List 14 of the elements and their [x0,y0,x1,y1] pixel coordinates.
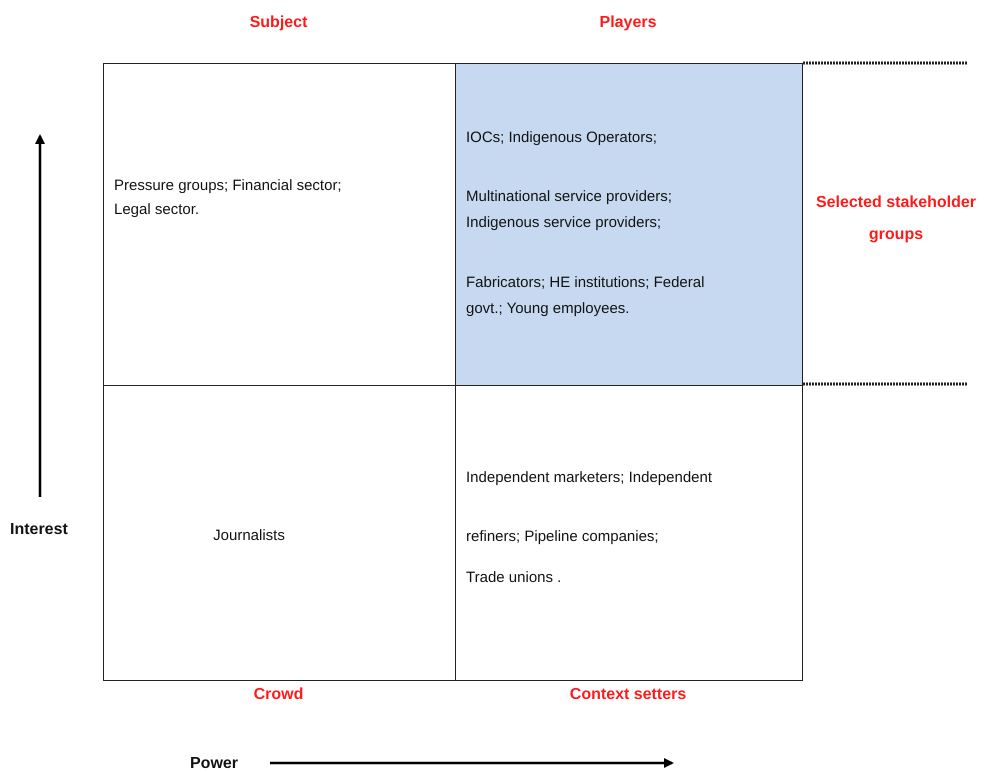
quadrant-heading: Players [600,14,656,32]
stakeholder-list: Pressure groups; Financial sector; Legal sector. [114,174,379,222]
stakeholder-list: Journalists [104,524,394,548]
axis-label: Interest [10,521,69,539]
quadrant-heading: Crowd [254,686,304,704]
stakeholder-list: Multinational service providers; Indigenous service providers; [466,184,716,236]
stakeholder-list: Trade unions . [466,566,766,590]
group-label: Selected stakeholder groups [814,193,978,245]
stakeholder-list: IOCs; Indigenous Operators; [466,126,786,150]
stakeholder-list: Independent marketers; Independent refiners; Pipeline companies; [466,448,756,566]
stakeholder-list: Fabricators; HE institutions; Federal govt.; Young employees. [466,270,716,322]
axis-label: Power [190,755,240,772]
quadrant-heading: Subject [250,14,308,32]
quadrant-heading: Context setters [570,686,686,704]
